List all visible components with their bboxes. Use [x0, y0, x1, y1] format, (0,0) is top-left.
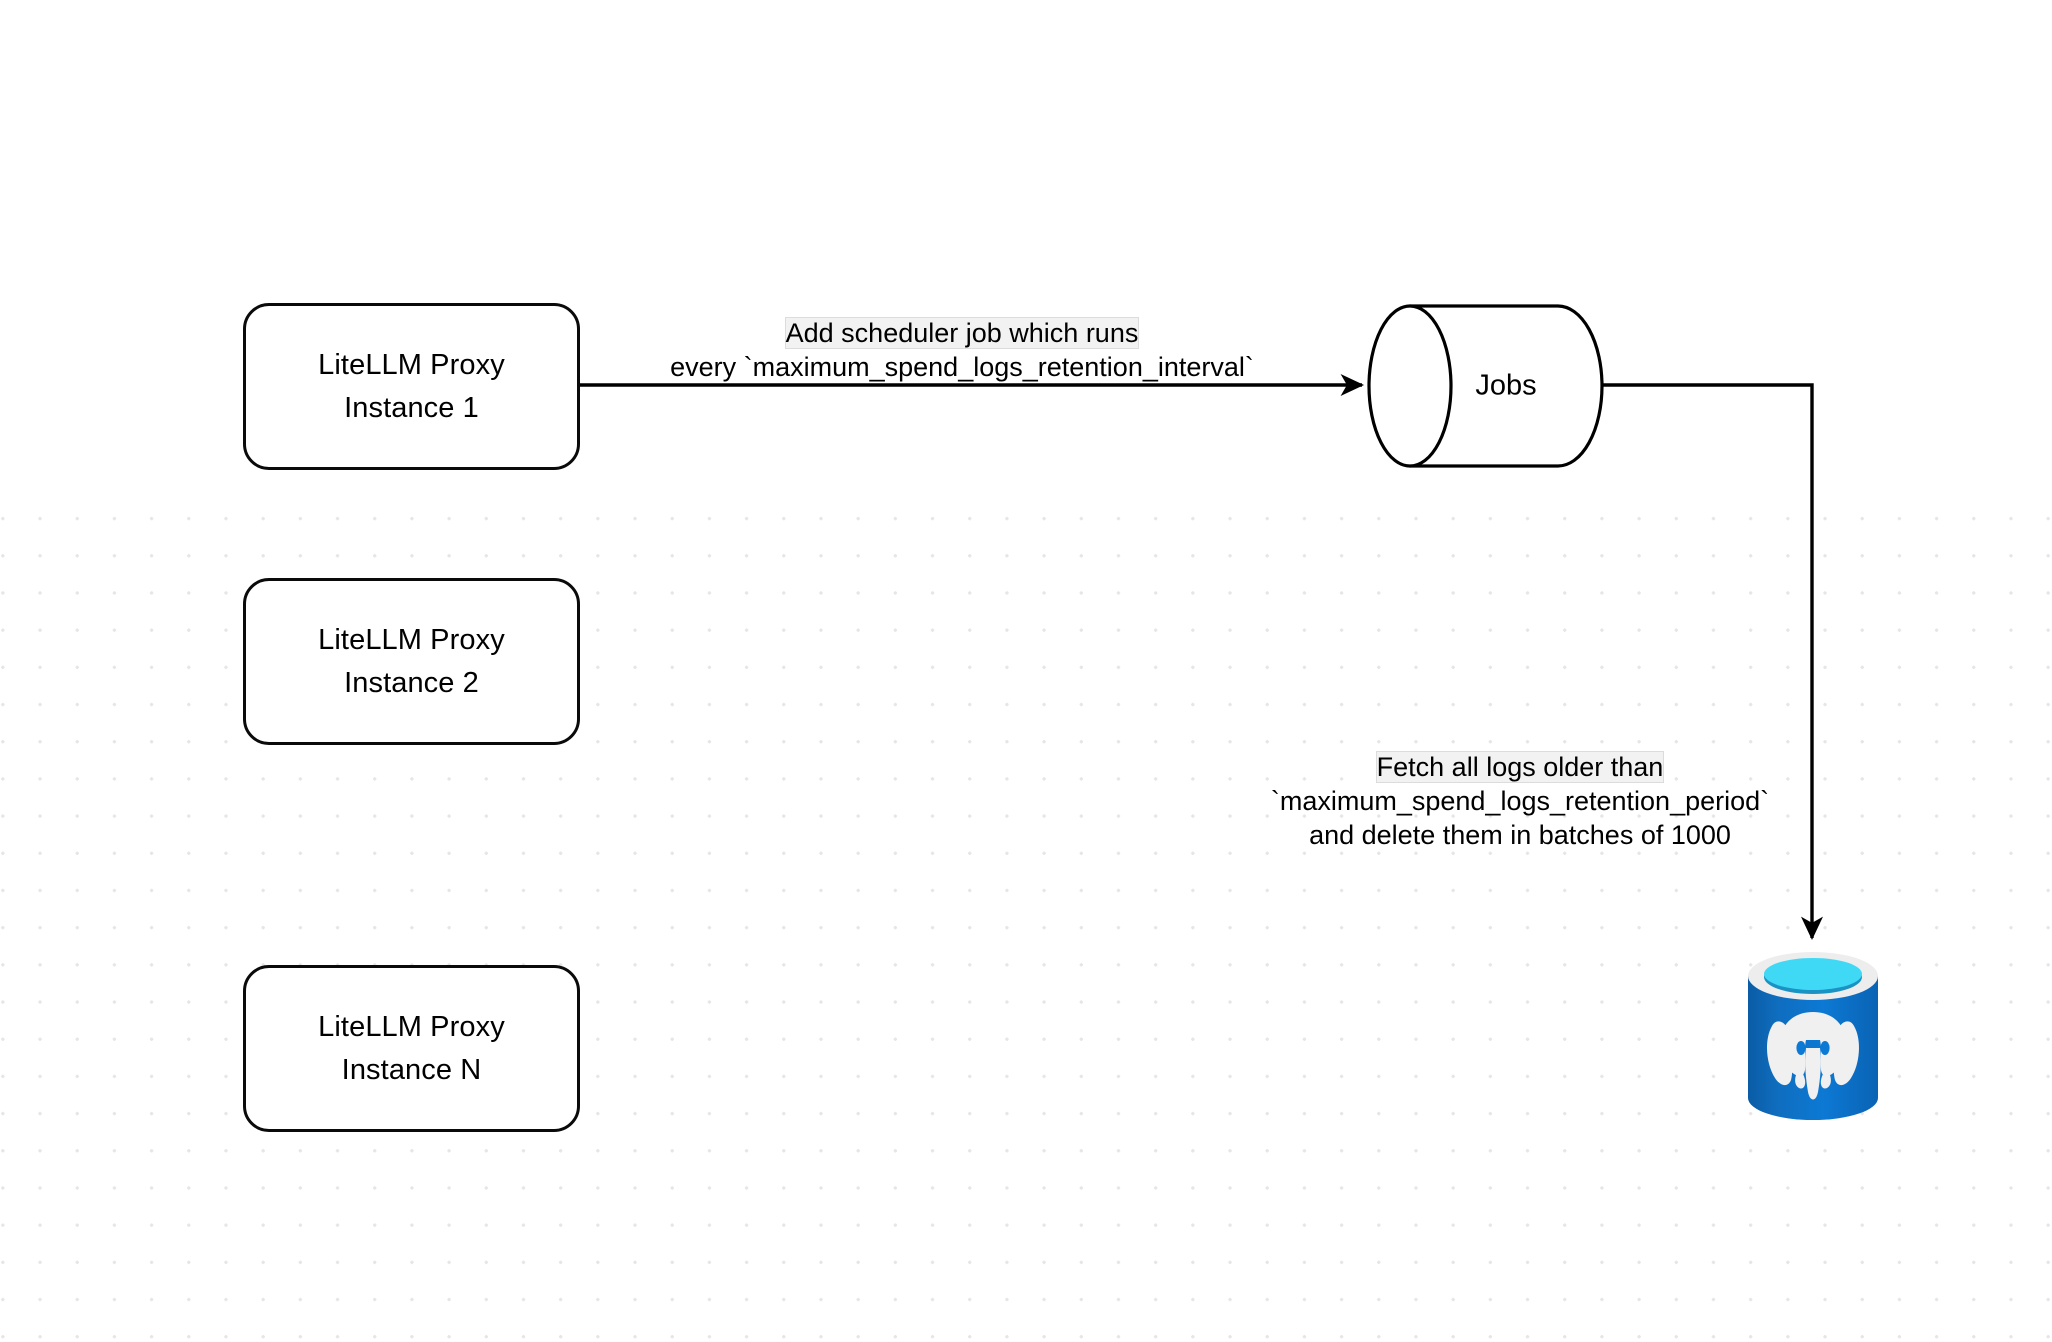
node-label-line2: Instance 2: [344, 666, 479, 699]
edge-label-line-2: `maximum_spend_logs_retention_period`: [1270, 786, 1770, 816]
edge-label-line-1: Add scheduler job which runs: [785, 318, 1139, 348]
edge-label-line-1: Fetch all logs older than: [1376, 752, 1664, 782]
cylinder-shape: [1367, 304, 1604, 468]
edge-label-jobs-to-postgres: Fetch all logs older than `maximum_spend…: [1240, 750, 1800, 852]
node-label-line1: LiteLLM Proxy: [318, 623, 505, 656]
node-litellm-proxy-instance-n[interactable]: LiteLLM Proxy Instance N: [243, 965, 580, 1132]
node-label-line1: LiteLLM Proxy: [318, 348, 505, 381]
node-label-line1: LiteLLM Proxy: [318, 1010, 505, 1043]
edge-label-line-2: every `maximum_spend_logs_retention_inte…: [670, 352, 1254, 382]
edge-jobs-to-postgres: [1600, 383, 1824, 941]
jobs-label: Jobs: [1475, 369, 1537, 402]
node-litellm-proxy-instance-1[interactable]: LiteLLM Proxy Instance 1: [243, 303, 580, 470]
edge-label-line-3: and delete them in batches of 1000: [1309, 820, 1731, 850]
postgres-icon: [1748, 952, 1878, 1120]
node-postgres-database[interactable]: [1744, 948, 1882, 1124]
node-jobs-cylinder[interactable]: Jobs: [1366, 303, 1604, 469]
edge-label-proxy1-to-jobs: Add scheduler job which runs every `maxi…: [612, 316, 1312, 384]
node-litellm-proxy-instance-2[interactable]: LiteLLM Proxy Instance 2: [243, 578, 580, 745]
node-label-line2: Instance N: [341, 1053, 482, 1086]
node-label-line2: Instance 1: [344, 391, 479, 424]
